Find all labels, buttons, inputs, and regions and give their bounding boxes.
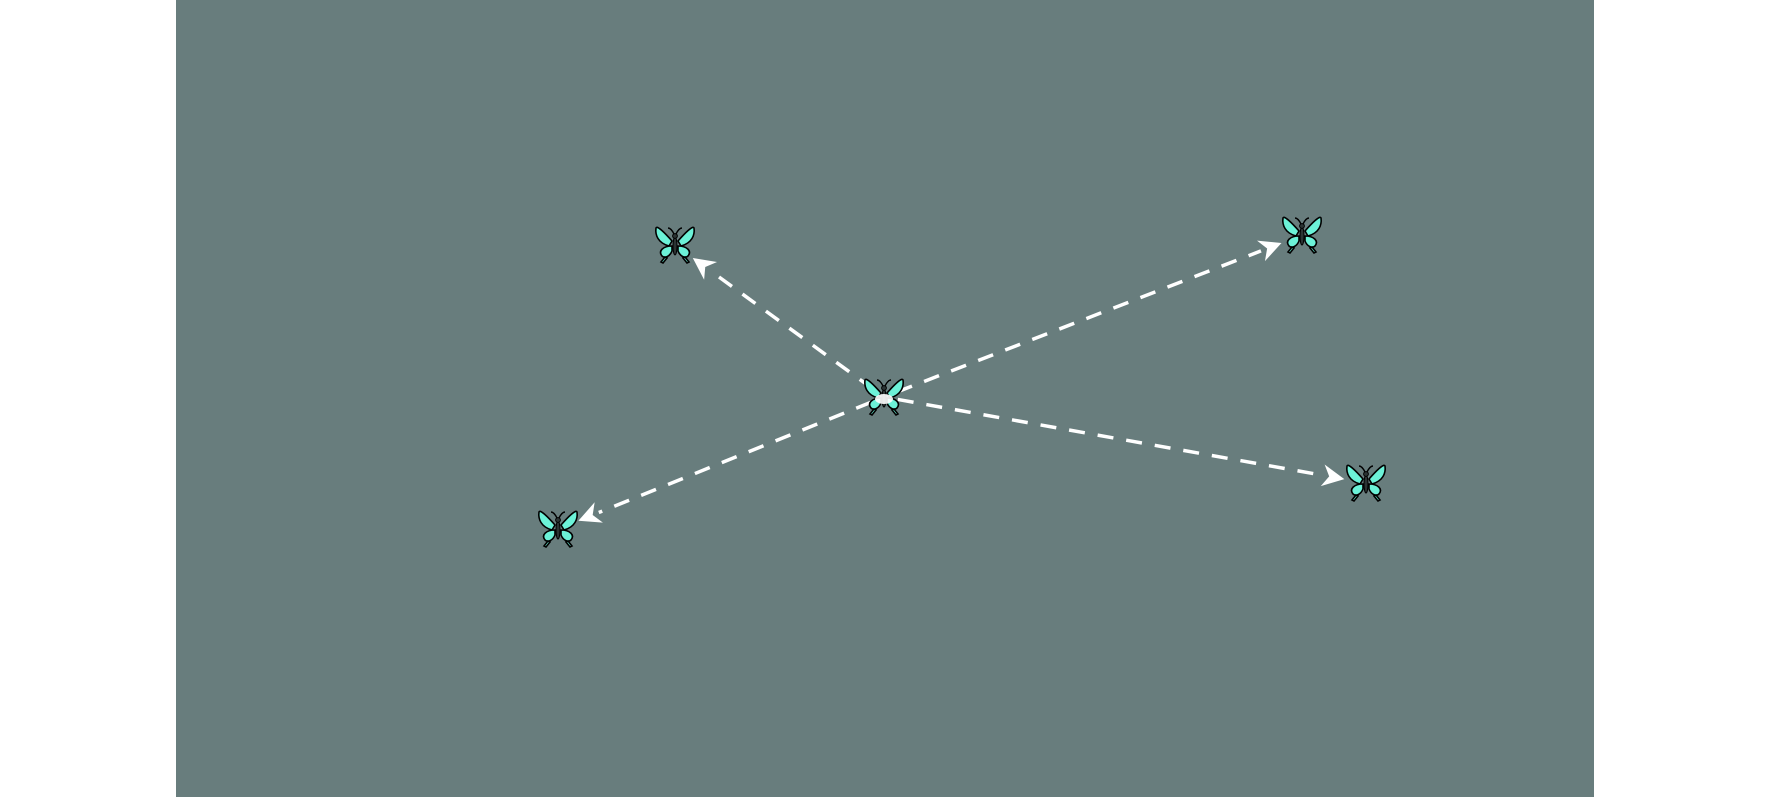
arrows-layer	[578, 240, 1345, 523]
arrowhead-upper-left	[692, 257, 718, 280]
arrow-line-lower-right	[897, 397, 1323, 477]
arrowhead-lower-left	[578, 502, 603, 523]
center-arrow-origin	[875, 394, 893, 404]
arrow-lower-right	[897, 397, 1345, 487]
arrow-line-upper-left	[709, 269, 874, 391]
arrowhead-lower-right	[1320, 464, 1345, 487]
arrowhead-upper-right	[1256, 240, 1282, 262]
arrow-line-lower-left	[598, 400, 872, 515]
nodes-layer	[538, 216, 1386, 548]
arrow-upper-right	[896, 240, 1282, 394]
arrow-line-upper-right	[896, 249, 1262, 394]
arrow-lower-left	[578, 400, 872, 523]
arrow-upper-left	[692, 257, 874, 391]
